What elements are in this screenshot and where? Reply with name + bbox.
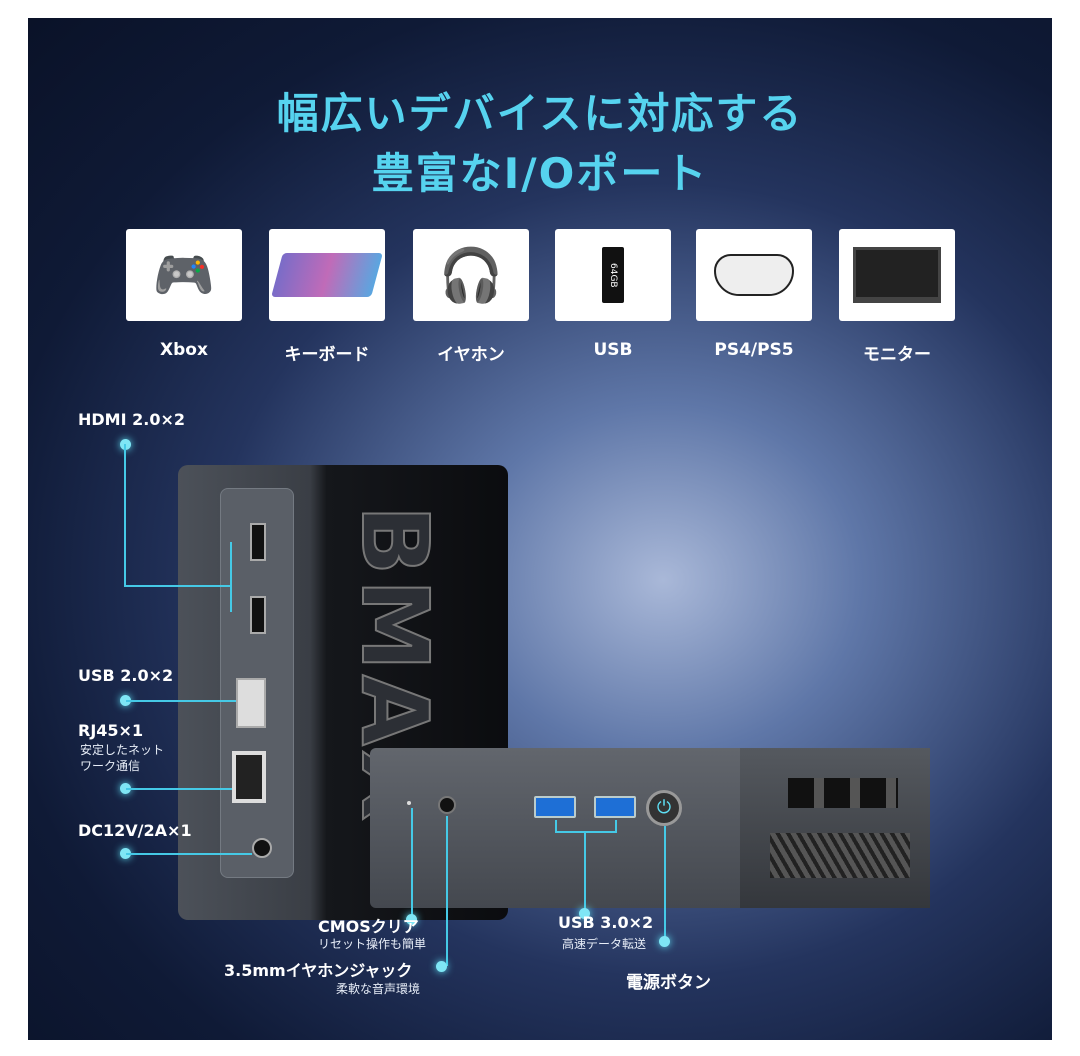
- dc-port: [252, 838, 272, 858]
- label-usb2: USB 2.0×2: [78, 666, 174, 685]
- device-card-usb: 64GB: [555, 229, 671, 321]
- label-hdmi: HDMI 2.0×2: [78, 410, 185, 429]
- label-rj45-sub: 安定したネット: [80, 743, 165, 757]
- leader-line: [555, 820, 557, 832]
- leader-line: [664, 826, 666, 941]
- label-audio-sub: 柔軟な音声環境: [336, 982, 421, 996]
- usb3-port: [594, 796, 636, 818]
- label-rj45: RJ45×1: [78, 721, 144, 740]
- device-label: PS4/PS5: [714, 340, 794, 360]
- leader-line: [124, 444, 126, 586]
- leader-line: [411, 808, 413, 918]
- label-rj45-sub: ワーク通信: [80, 759, 141, 773]
- label-usb3: USB 3.0×2: [558, 913, 654, 932]
- mini-pc-side: [740, 748, 930, 908]
- label-cmos-sub: リセット操作も簡単: [318, 937, 427, 951]
- usb2-port: [236, 678, 266, 728]
- monitor-icon: [853, 247, 941, 303]
- leader-line: [446, 816, 448, 966]
- device-card-keyboard: [269, 229, 385, 321]
- label-dc: DC12V/2A×1: [78, 821, 192, 840]
- keyboard-icon: [271, 253, 383, 297]
- leader-line: [230, 542, 232, 612]
- device-card-headphones: 🎧: [413, 229, 529, 321]
- title-line-2: 豊富なI/Oポート: [371, 149, 709, 198]
- device-label: イヤホン: [437, 345, 505, 365]
- leader-line: [555, 831, 617, 833]
- label-audio: 3.5mmイヤホンジャック: [224, 961, 413, 980]
- product-banner: 幅広いデバイスに対応する 豊富なI/Oポート 🎮 🎧 64GB Xbox キーボ…: [28, 18, 1052, 1040]
- rj45-port: [232, 751, 266, 803]
- dot: [120, 848, 131, 859]
- leader-line: [615, 820, 617, 832]
- device-label: USB: [593, 340, 633, 360]
- device-label: Xbox: [160, 340, 208, 360]
- dot: [659, 936, 670, 947]
- audio-jack: [438, 796, 456, 814]
- cmos-button: [407, 801, 411, 805]
- hdmi-port: [250, 596, 266, 634]
- label-power: 電源ボタン: [626, 973, 711, 993]
- power-icon: ⏻: [646, 790, 682, 826]
- usb3-port: [534, 796, 576, 818]
- hdmi-port: [250, 523, 266, 561]
- headphones-icon: 🎧: [438, 245, 504, 306]
- device-label: キーボード: [284, 345, 370, 365]
- leader-line: [126, 700, 236, 702]
- label-cmos: CMOSクリア: [318, 917, 419, 936]
- label-usb3-sub: 高速データ転送: [562, 937, 647, 951]
- usb-drive-icon: 64GB: [602, 247, 624, 303]
- gamepad-icon: 🎮: [152, 245, 216, 304]
- device-card-xbox: 🎮: [126, 229, 242, 321]
- dot: [436, 961, 447, 972]
- dot: [579, 908, 590, 919]
- vent-grille-icon: [770, 833, 910, 878]
- dot: [120, 695, 131, 706]
- device-card-ps: [696, 229, 812, 321]
- vent-icon: [788, 778, 898, 808]
- device-card-monitor: [839, 229, 955, 321]
- title-line-1: 幅広いデバイスに対応する: [276, 89, 804, 138]
- leader-line: [124, 585, 230, 587]
- dot: [120, 783, 131, 794]
- dot: [406, 914, 417, 925]
- leader-line: [584, 831, 586, 915]
- ps-controller-icon: [714, 254, 794, 296]
- device-label: モニター: [863, 345, 931, 365]
- leader-line: [126, 788, 232, 790]
- leader-line: [126, 853, 252, 855]
